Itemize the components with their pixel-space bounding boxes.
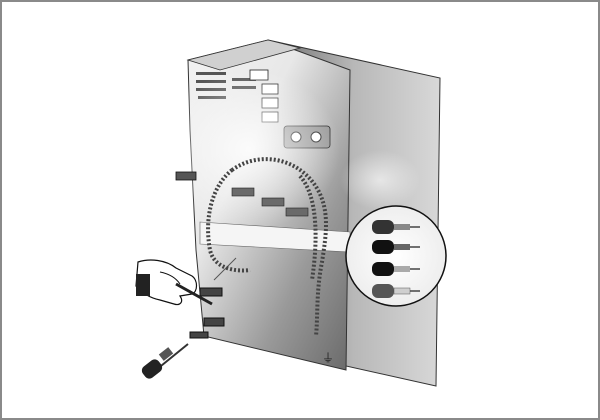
screwdriver-icon (140, 344, 188, 381)
ground-symbol-icon: ⏚ (322, 351, 334, 365)
plug-callout (346, 206, 446, 306)
